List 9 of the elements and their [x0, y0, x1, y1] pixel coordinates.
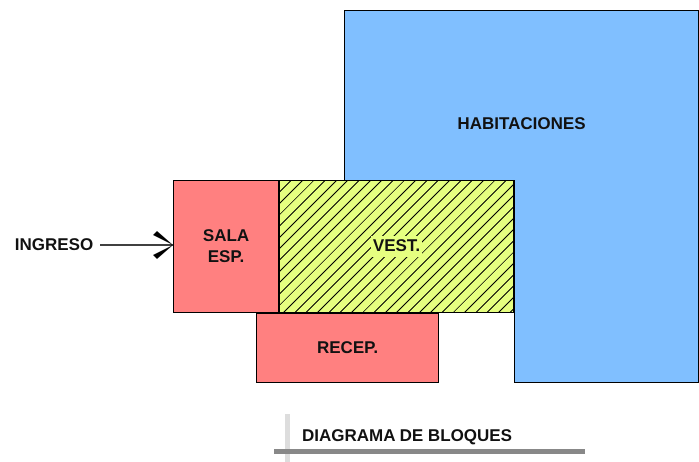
room-name: RECEP.	[316, 338, 378, 358]
room-block	[279, 180, 514, 313]
room-block	[173, 180, 279, 313]
room-name: SALA ESP.	[202, 226, 250, 267]
room-name: VEST.	[370, 236, 422, 257]
room-name: HABITACIONES	[457, 113, 586, 134]
diagram-title: DIAGRAMA DE BLOQUES	[302, 426, 512, 446]
room-block	[256, 313, 439, 383]
entry-label: INGRESO	[14, 234, 94, 256]
